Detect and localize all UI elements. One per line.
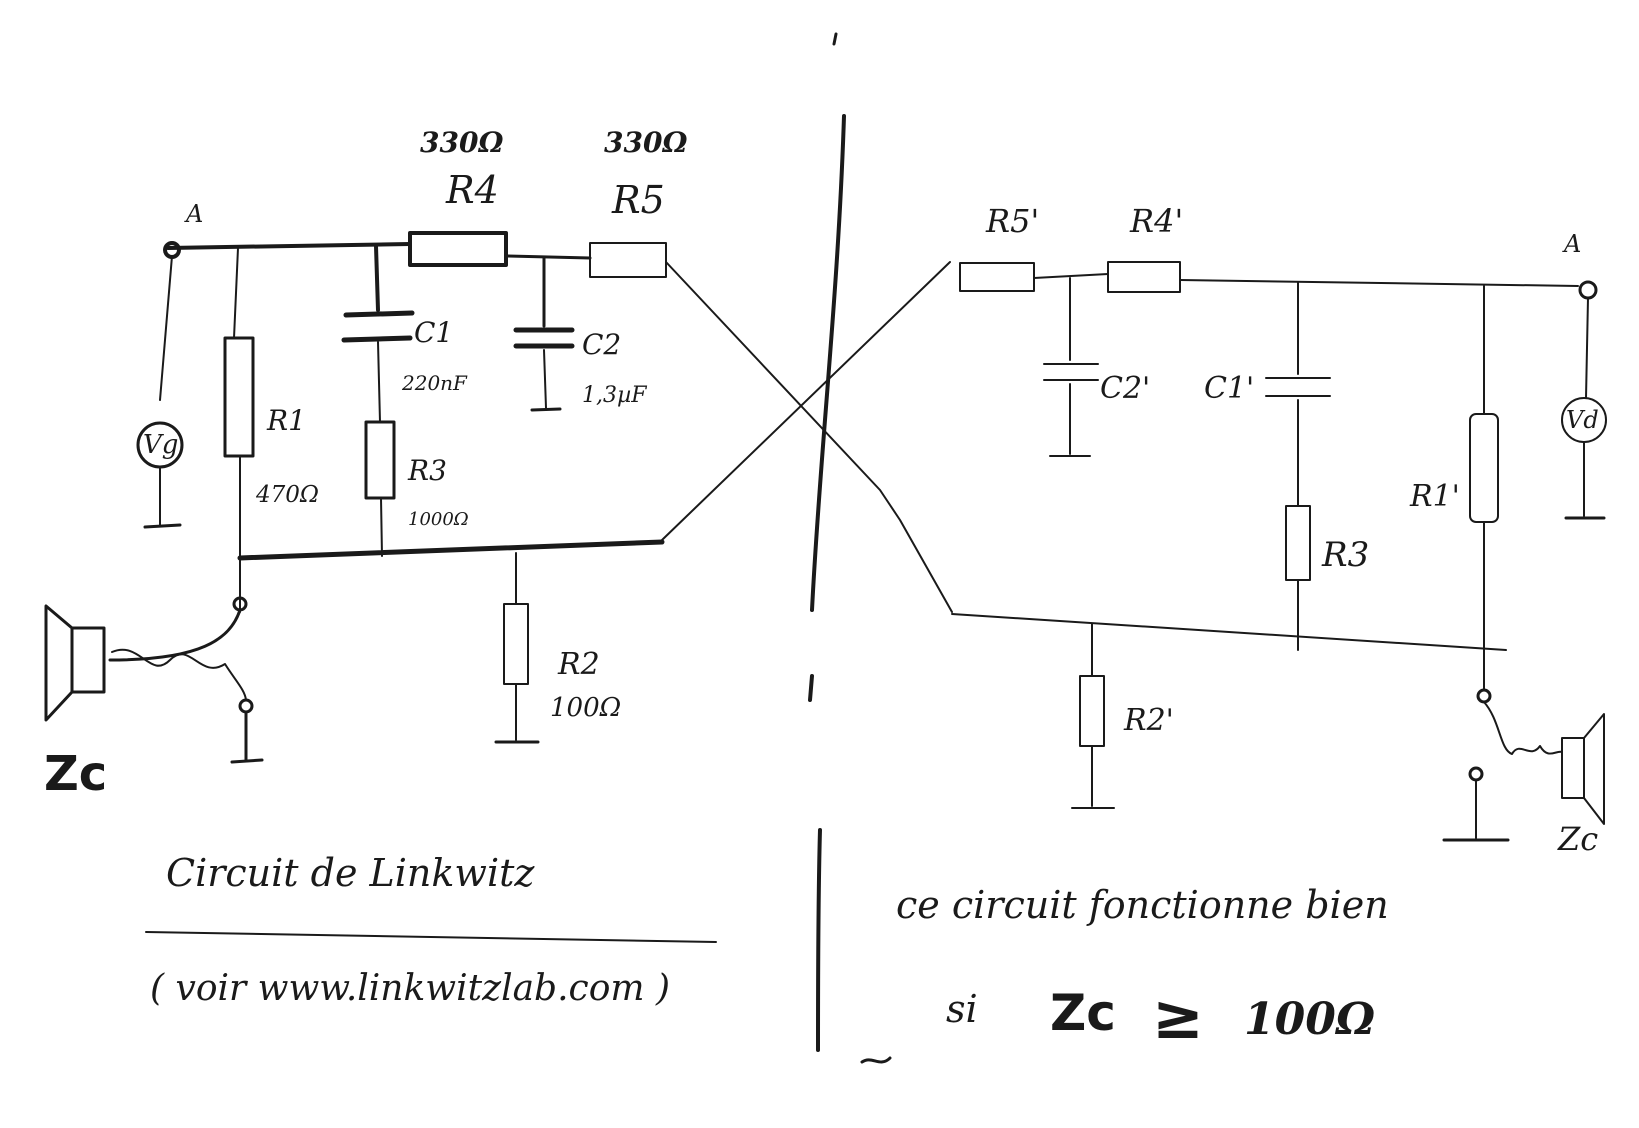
left-r2-value: 100Ω <box>550 693 621 723</box>
left-r3 <box>364 420 396 500</box>
left-r4-name: R4 <box>445 168 499 212</box>
left-r4 <box>408 231 508 267</box>
right-circuit: R5' R4' A Vd C2' C1' R3 R1' <box>951 202 1607 858</box>
right-r1 <box>1469 413 1499 523</box>
right-c1-name: C1' <box>1204 371 1254 406</box>
right-r4-name: R4' <box>1129 202 1183 240</box>
left-c2-name: C2 <box>582 328 621 361</box>
right-r3-name: R3 <box>1321 535 1369 575</box>
left-c2-value: 1,3µF <box>582 383 647 408</box>
left-speaker-icon <box>44 604 106 722</box>
right-load-label: Zc <box>1557 820 1598 858</box>
right-node-a <box>1578 280 1598 300</box>
left-circuit: A Vg R1 470Ω C1 220nF R3 1000Ω 330Ω R4 <box>44 126 687 802</box>
right-r2-name: R2' <box>1123 703 1174 738</box>
left-r3-value: 1000Ω <box>408 509 469 530</box>
right-c2-name: C2' <box>1100 371 1150 406</box>
left-source-label: Vg <box>143 430 178 460</box>
right-load-terminal-bottom <box>1468 766 1484 782</box>
caption-right-zc: Zc <box>1050 984 1116 1042</box>
left-r1-name: R1 <box>266 404 306 437</box>
right-r2 <box>1079 675 1105 747</box>
caption-left: Circuit de Linkwitz ( voir www.linkwitzl… <box>145 851 717 1009</box>
caption-right-si: si <box>946 987 978 1031</box>
left-r1 <box>223 336 255 458</box>
left-load-terminal-bottom <box>238 698 254 714</box>
caption-right-value: 100Ω <box>1244 994 1375 1045</box>
right-node-a-label: A <box>1562 230 1581 258</box>
left-r1-value: 470Ω <box>255 482 319 508</box>
left-r2 <box>503 603 529 685</box>
right-r4 <box>1107 261 1181 293</box>
right-source-label: Vd <box>1566 406 1599 434</box>
left-c1-value: 220nF <box>401 371 468 395</box>
right-r3 <box>1285 505 1311 581</box>
divider <box>808 32 846 1052</box>
right-r5 <box>959 262 1035 292</box>
stray-mark <box>860 1056 892 1064</box>
caption-left-title: Circuit de Linkwitz <box>166 851 535 895</box>
left-r5-value: 330Ω <box>604 126 687 159</box>
right-r5-name: R5' <box>985 202 1039 240</box>
right-r1-name: R1' <box>1409 479 1460 514</box>
left-load-label: Zc <box>44 746 107 802</box>
left-node-a-label: A <box>184 200 203 228</box>
left-r5 <box>589 242 667 278</box>
left-r2-name: R2 <box>557 647 600 682</box>
caption-right: ce circuit fonctionne bien si Zc ≥ 100Ω <box>896 883 1389 1053</box>
left-r3-name: R3 <box>407 454 447 487</box>
left-c1-name: C1 <box>414 316 453 349</box>
right-load-terminal-top <box>1476 688 1492 704</box>
caption-right-operator: ≥ <box>1152 980 1204 1053</box>
left-r5-name: R5 <box>611 178 665 222</box>
crossing-wires <box>661 261 953 613</box>
left-node-a <box>163 241 181 259</box>
left-r4-value: 330Ω <box>420 126 503 159</box>
caption-left-reference: ( voir www.linkwitzlab.com ) <box>150 968 670 1009</box>
caption-right-line1: ce circuit fonctionne bien <box>896 883 1389 927</box>
right-speaker-icon <box>1561 713 1605 825</box>
